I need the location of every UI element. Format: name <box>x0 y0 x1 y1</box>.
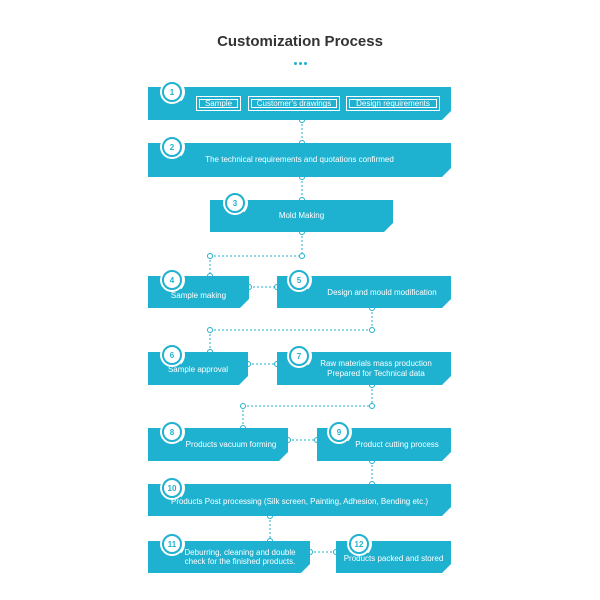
step-1-number-badge: 1 <box>159 79 185 105</box>
tag-sample: Sample <box>196 96 241 111</box>
title-dots-decoration <box>294 62 308 66</box>
step-2-label: The technical requirements and quotation… <box>205 155 394 165</box>
step-6-label: Sample approval <box>167 364 229 374</box>
step-10-number-badge: 10 <box>159 475 185 501</box>
step-3-label: Mold Making <box>278 211 325 221</box>
step-2-box: The technical requirements and quotation… <box>148 143 451 177</box>
step-12-label: Products packed and stored <box>343 554 444 564</box>
step-8-label: Products vacuum forming <box>185 439 277 449</box>
step-5-number-badge: 5 <box>286 267 312 293</box>
step-6-number-badge: 6 <box>159 342 185 368</box>
step-10-label: Products Post processing (Silk screen, P… <box>170 497 429 507</box>
step-9-label: Product cutting process <box>355 439 439 449</box>
step-11-label: Deburring, cleaning and double check for… <box>184 547 296 566</box>
step-4-number-badge: 4 <box>159 267 185 293</box>
step-7-label: Raw materials mass production Prepared f… <box>320 359 432 378</box>
connector-3-4 <box>209 232 303 276</box>
step-2-number-badge: 2 <box>159 134 185 160</box>
page-title: Customization Process <box>217 33 383 50</box>
connector-7-8 <box>242 385 373 428</box>
step-4-label: Sample making <box>170 291 227 301</box>
step-8-number-badge: 8 <box>159 419 185 445</box>
step-11-number-badge: 11 <box>159 531 185 557</box>
step-9-number-badge: 9 <box>326 419 352 445</box>
connector-5-6 <box>209 308 373 352</box>
step-7-number-badge: 7 <box>286 343 312 369</box>
step-3-number-badge: 3 <box>222 190 248 216</box>
step-10-box: Products Post processing (Silk screen, P… <box>148 484 451 516</box>
step-12-number-badge: 12 <box>346 531 372 557</box>
step-4-box: Sample making <box>148 276 249 308</box>
tag-design-requirements: Design requirements <box>346 96 440 111</box>
step-5-label: Design and mould modification <box>327 288 437 298</box>
tag-customer-drawings: Customer's drawings <box>248 96 340 111</box>
